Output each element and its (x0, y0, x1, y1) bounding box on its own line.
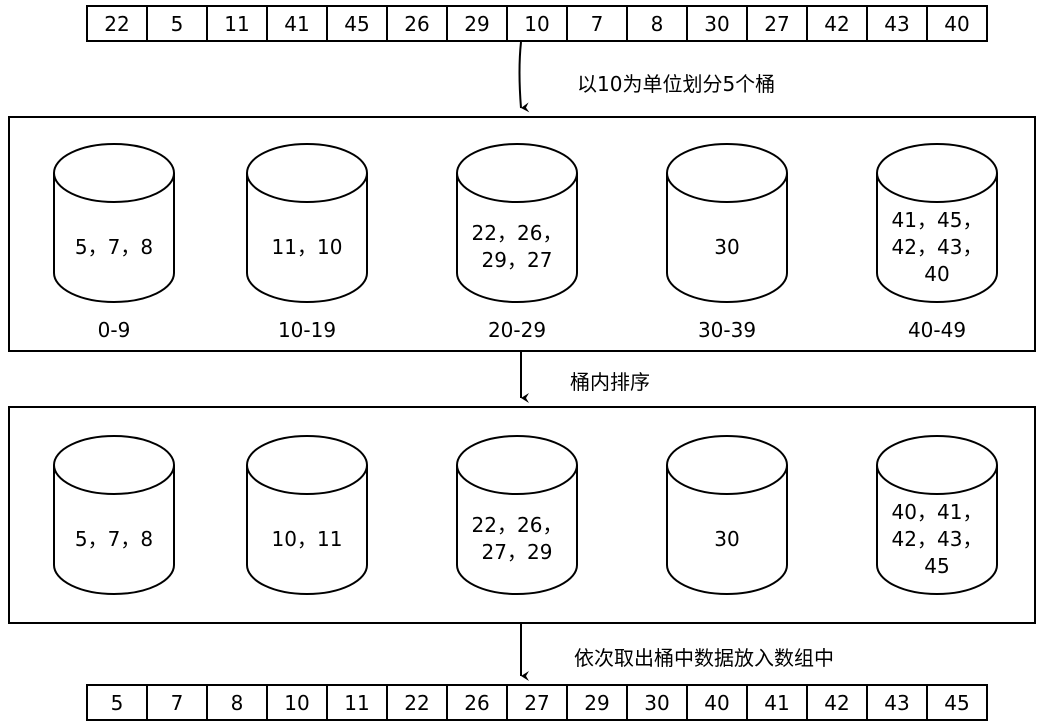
bucket: 30 (665, 142, 789, 304)
bucket-content: 5，7，8 (74, 234, 154, 259)
bucket-content: 11，10 (271, 234, 343, 259)
bucket-content: 41，45， 42，43， 40 (891, 207, 983, 286)
buckets-panel-sorted: 5，7，8 10，11 22，26， 27，29 30 40，41， 42，43， 45 (8, 406, 1036, 624)
bucket-content: 10，11 (271, 526, 343, 551)
input-array-cell: 40 (928, 5, 988, 42)
output-array-cell: 5 (88, 684, 148, 721)
input-array-cell: 27 (748, 5, 808, 42)
buckets-panel-unsorted: 5，7，8 0-9 11，10 10-19 22，26， 29，27 20-29 30 30-… (8, 116, 1036, 352)
bucket-range-label: 10-19 (277, 318, 337, 342)
bucket: 41，45， 42，43， 40 (875, 142, 999, 304)
bucket-range-label: 30-39 (697, 318, 757, 342)
bucket-range-label: 40-49 (907, 318, 967, 342)
output-array-cell: 41 (748, 684, 808, 721)
input-array-cell: 42 (808, 5, 868, 42)
output-array-cell: 8 (208, 684, 268, 721)
bucket-content: 22，26， 27，29 (471, 513, 563, 564)
bucket: 5，7，8 (52, 142, 176, 304)
bucket: 40，41， 42，43， 45 (875, 434, 999, 596)
input-array-cell: 45 (328, 5, 388, 42)
bucket-content: 22，26， 29，27 (471, 221, 563, 272)
input-array-cell: 10 (508, 5, 568, 42)
output-array-cell: 45 (928, 684, 988, 721)
input-array-cell: 5 (148, 5, 208, 42)
bucket: 22，26， 27，29 (455, 434, 579, 596)
input-array-cell: 7 (568, 5, 628, 42)
bucket: 10，11 (245, 434, 369, 596)
input-array-cell: 30 (688, 5, 748, 42)
output-array-cell: 10 (268, 684, 328, 721)
bucket-range-label: 20-29 (487, 318, 547, 342)
input-array-cell: 43 (868, 5, 928, 42)
output-array-cell: 43 (868, 684, 928, 721)
input-array-cell: 29 (448, 5, 508, 42)
bucket: 5，7，8 (52, 434, 176, 596)
input-array-cell: 41 (268, 5, 328, 42)
step-sort-label: 桶内排序 (570, 370, 650, 394)
output-array-cell: 40 (688, 684, 748, 721)
bucket: 30 (665, 434, 789, 596)
bucket-range-label: 0-9 (97, 318, 131, 342)
input-array-cell: 11 (208, 5, 268, 42)
output-array-cell: 42 (808, 684, 868, 721)
output-array-cell: 22 (388, 684, 448, 721)
bucket: 22，26， 29，27 (455, 142, 579, 304)
step-split-label: 以10为单位划分5个桶 (577, 72, 776, 96)
bucket-content: 5，7，8 (74, 526, 154, 551)
output-array-cell: 11 (328, 684, 388, 721)
arrow-split (518, 41, 530, 113)
step-collect-label: 依次取出桶中数据放入数组中 (574, 646, 834, 670)
input-array-cell: 26 (388, 5, 448, 42)
bucket-content: 30 (714, 234, 740, 259)
output-array-cell: 26 (448, 684, 508, 721)
output-array-cell: 27 (508, 684, 568, 721)
input-array-cell: 8 (628, 5, 688, 42)
output-array-cell: 30 (628, 684, 688, 721)
output-array-cell: 7 (148, 684, 208, 721)
bucket: 11，10 (245, 142, 369, 304)
bucket-content: 30 (714, 526, 740, 551)
output-array-cell: 29 (568, 684, 628, 721)
input-array-cell: 22 (88, 5, 148, 42)
bucket-content: 40，41， 42，43， 45 (891, 499, 983, 578)
